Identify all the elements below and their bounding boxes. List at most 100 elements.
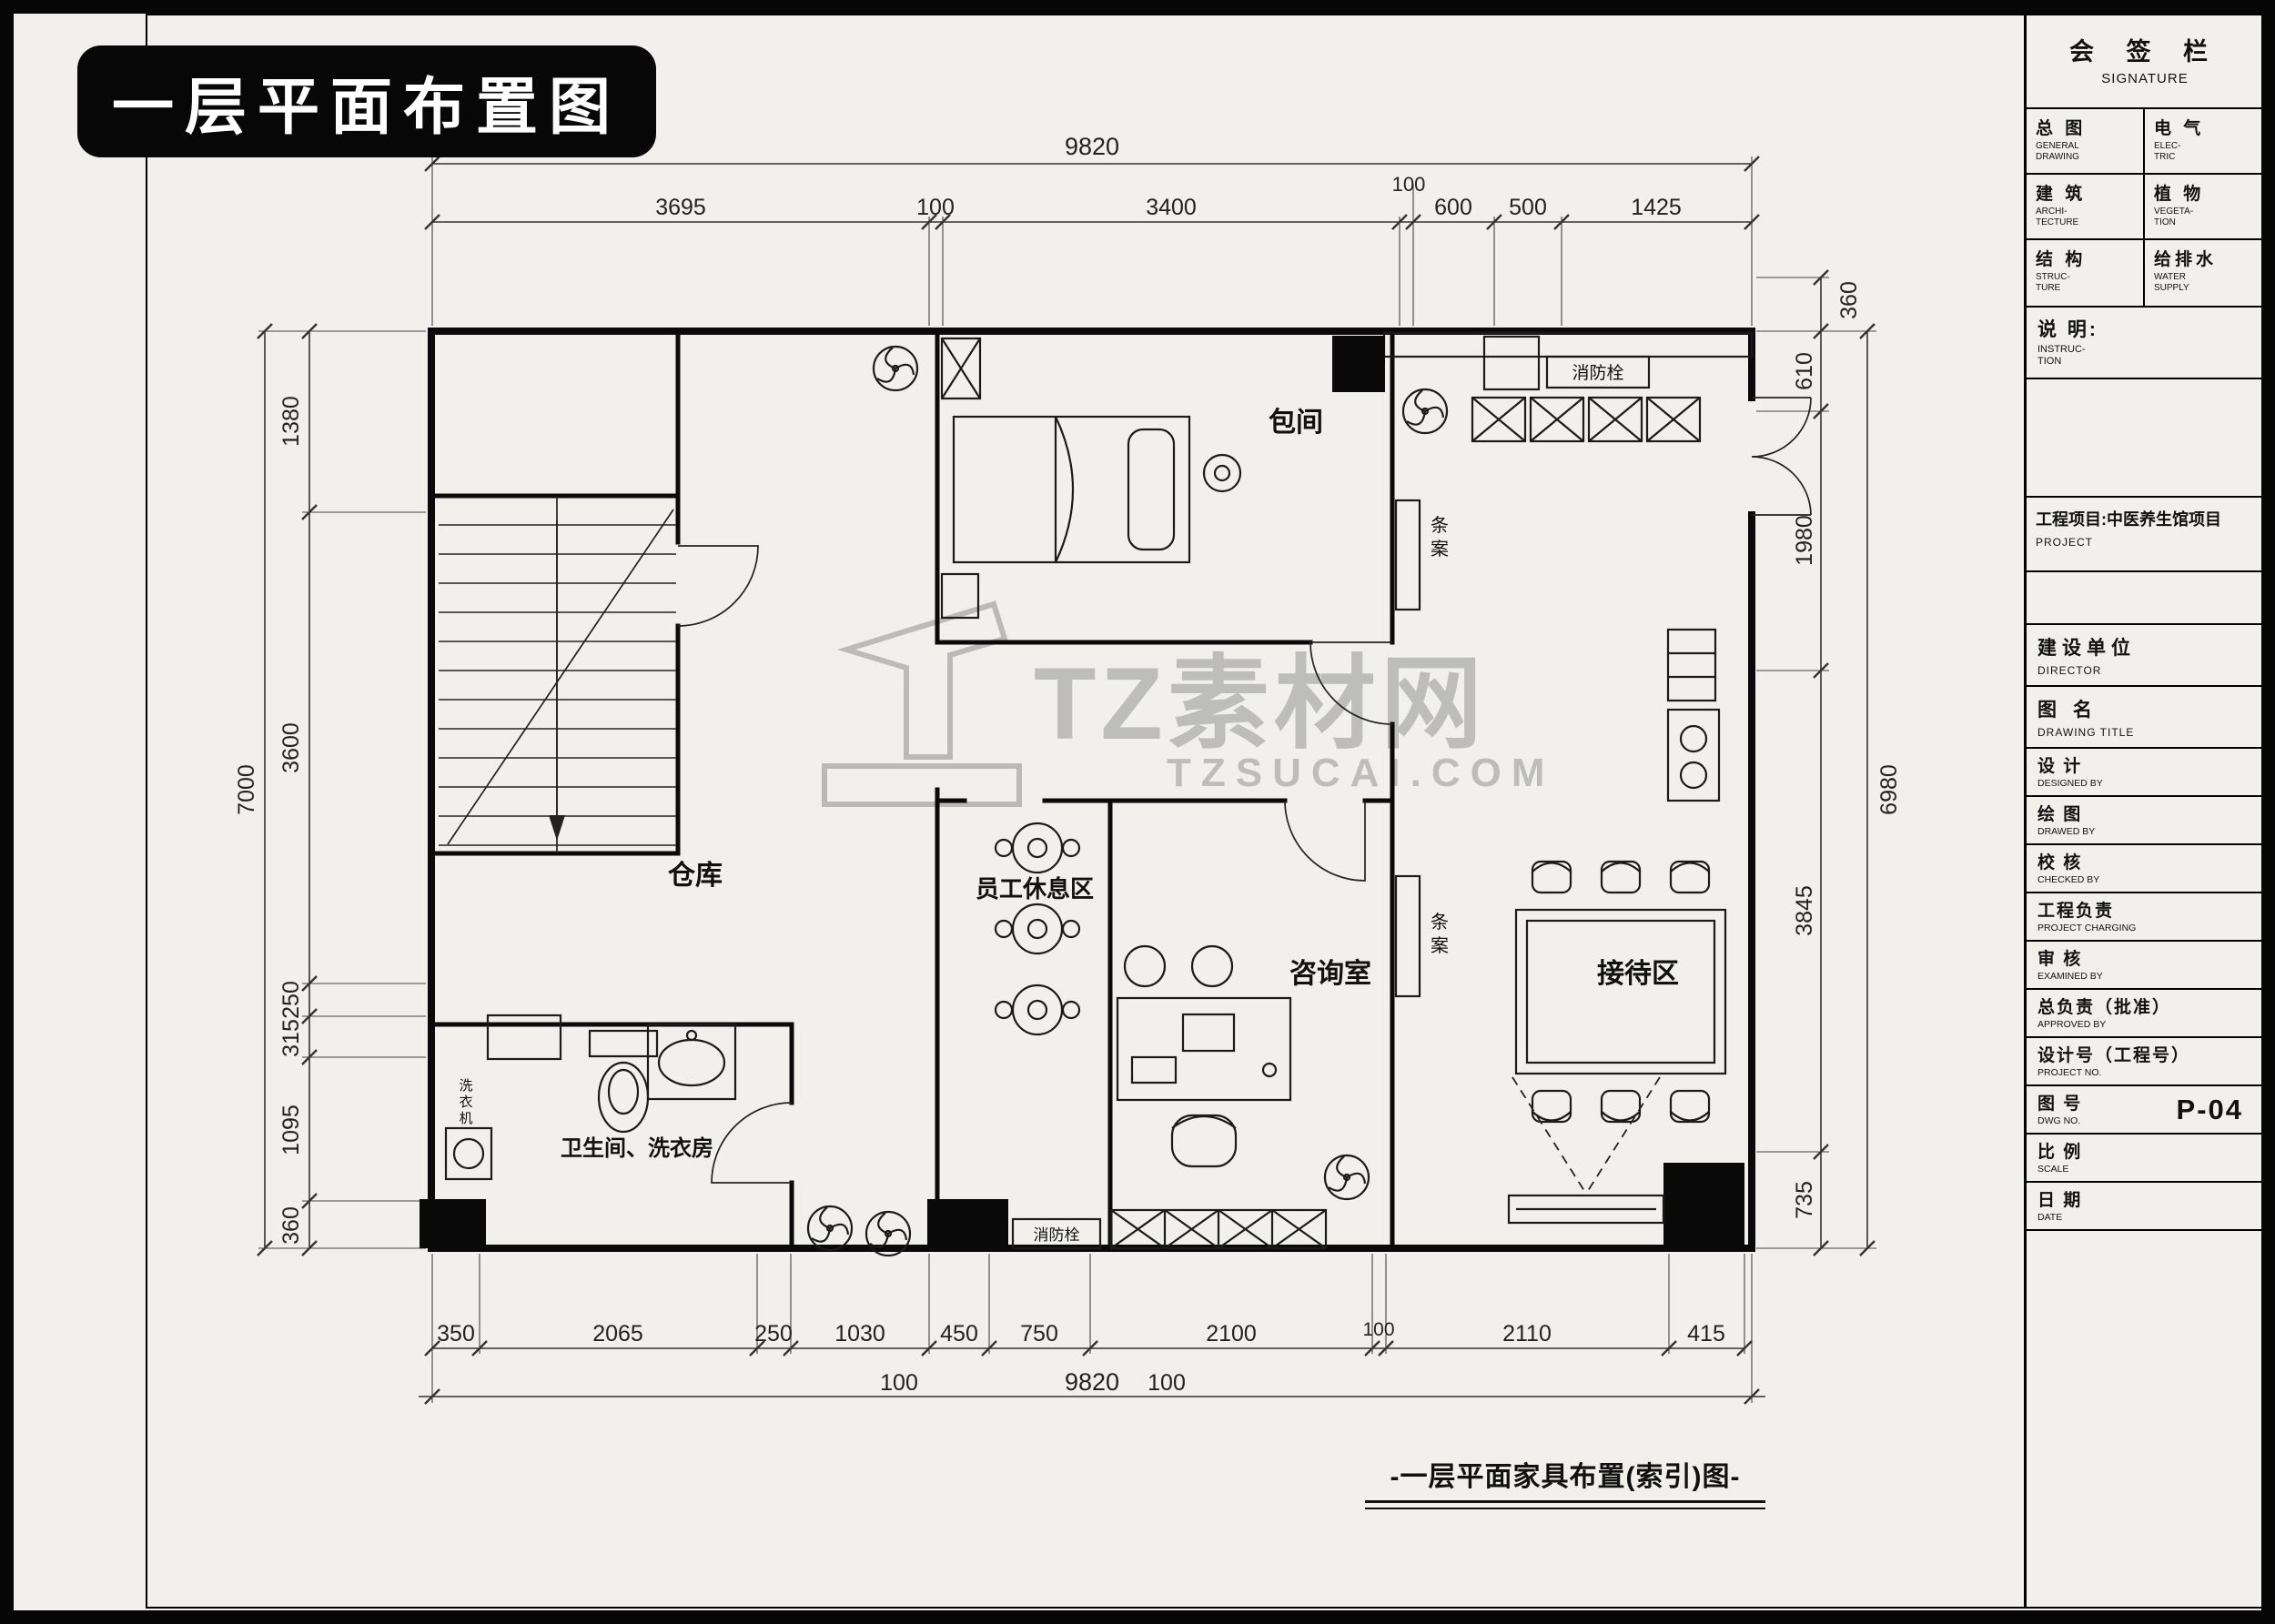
nightstand — [940, 572, 980, 620]
dim: 100 — [916, 195, 955, 220]
drawing-caption: -一层平面家具布置(索引)图- — [1365, 1454, 1765, 1509]
label-washer: 洗 — [459, 1078, 472, 1094]
fire-hydrant-box — [1545, 355, 1651, 389]
watermark-logo — [836, 600, 1008, 760]
doors — [677, 397, 1812, 1184]
wardrobe — [940, 337, 982, 400]
column — [1663, 1163, 1744, 1248]
drawing-number: P-04 — [2176, 1094, 2243, 1125]
caption-underline — [1365, 1507, 1765, 1509]
dim-top-total: 9820 — [1065, 133, 1119, 160]
director-cell: 建设单位 DIRECTOR — [2027, 625, 2263, 687]
signature-header-cn: 会 签 栏 — [2068, 38, 2220, 66]
column — [1332, 336, 1385, 392]
dim: 315 — [278, 1019, 304, 1057]
dim: 500 — [1509, 195, 1547, 220]
room-label-bathroom: 卫生间、洗衣房 — [561, 1135, 713, 1161]
room-label-consult-room: 咨询室 — [1289, 958, 1371, 989]
console-table — [1394, 874, 1421, 998]
dim: 600 — [1434, 195, 1472, 220]
svg-text:衣: 衣 — [459, 1094, 472, 1110]
dim: 1980 — [1792, 515, 1817, 566]
dim: 1095 — [278, 1105, 304, 1155]
dim-top-100: 100 — [1392, 173, 1426, 196]
bedside-table — [1202, 453, 1242, 493]
room-label-staff-area: 员工休息区 — [976, 875, 1094, 903]
dim: 350 — [437, 1321, 475, 1347]
dim: 2110 — [1502, 1321, 1552, 1347]
stair-direction-arrow — [549, 815, 565, 841]
dining-table — [1514, 908, 1727, 1075]
row-approved-by: 总负责（批准）APPROVED BY — [2027, 990, 2263, 1038]
column — [420, 1199, 486, 1248]
svg-text:案: 案 — [1431, 539, 1449, 560]
instruction-cell: 说 明: INSTRUC- TION — [2027, 308, 2263, 379]
dimension-lines — [264, 163, 1868, 1397]
dim: 360 — [1836, 281, 1862, 319]
dim: 3600 — [278, 722, 304, 773]
dim: 250 — [278, 981, 304, 1019]
room-label-storage: 仓库 — [668, 861, 723, 891]
label-fire-hydrant: 消防栓 — [1572, 363, 1623, 383]
signature-header: 会 签 栏 SIGNATURE — [2027, 14, 2263, 109]
fire-hydrant-box — [1011, 1217, 1102, 1250]
dim-left-total: 7000 — [234, 764, 259, 815]
label-fire-hydrant: 消防栓 — [1034, 1226, 1080, 1244]
room-label-reception: 接待区 — [1597, 959, 1679, 989]
column — [927, 1199, 1008, 1248]
entry-double-door — [1751, 397, 1812, 516]
door-private-room — [1309, 641, 1393, 725]
tv-console — [1507, 1194, 1665, 1225]
project-cell: 工程项目:中医养生馆项目 PROJECT — [2027, 498, 2263, 572]
bottom-cabinets — [1109, 1208, 1328, 1250]
dim: 450 — [940, 1321, 978, 1347]
staircase — [439, 496, 676, 853]
label-console: 条 — [1431, 912, 1449, 933]
dim: 100 — [1148, 1370, 1186, 1396]
toilet — [588, 1029, 659, 1134]
sheet-frame — [146, 14, 2263, 1609]
desk — [1116, 996, 1292, 1102]
furniture — [444, 335, 1727, 1257]
console-table — [1394, 499, 1421, 611]
dimension-ticks — [257, 156, 1876, 1405]
room-label-private-room: 包间 — [1269, 407, 1323, 438]
dim: 100 — [880, 1370, 918, 1396]
svg-text:机: 机 — [459, 1111, 472, 1126]
dim: 250 — [754, 1321, 793, 1347]
dim: 3400 — [1146, 195, 1197, 220]
dim: 2100 — [1206, 1321, 1257, 1347]
caption-underline — [1365, 1500, 1765, 1503]
spacer — [2027, 572, 2263, 625]
guest-stool — [1123, 944, 1167, 988]
bed — [952, 415, 1191, 564]
dim: 415 — [1687, 1321, 1725, 1347]
dim: 1030 — [834, 1321, 885, 1347]
side-cabinet — [1666, 628, 1721, 802]
row-project-no: 设计号（工程号）PROJECT NO. — [2027, 1038, 2263, 1086]
dim-bottom-total: 9820 — [1065, 1368, 1119, 1396]
dim: 100 — [1362, 1319, 1394, 1340]
dim: 1380 — [278, 396, 304, 447]
spacer — [2027, 379, 2263, 498]
tile-block — [1482, 335, 1541, 391]
dim: 2065 — [592, 1321, 643, 1347]
page-title: 一层平面布置图 — [77, 45, 657, 157]
svg-text:案: 案 — [1431, 935, 1449, 956]
row-dwg-no: 图 号 DWG NO. P-04 — [2027, 1086, 2263, 1135]
